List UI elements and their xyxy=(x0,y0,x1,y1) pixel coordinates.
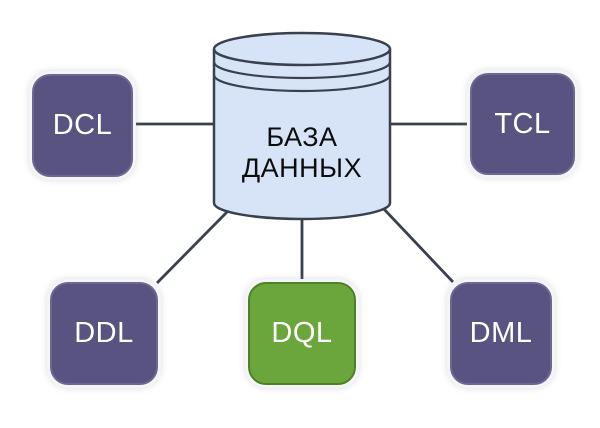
connector-ddl xyxy=(156,211,228,284)
node-dql-label: DQL xyxy=(271,317,333,349)
node-dml-label: DML xyxy=(469,317,533,349)
node-dql: DQL xyxy=(248,282,356,385)
connector-dml xyxy=(380,206,455,283)
node-dml: DML xyxy=(450,282,552,385)
database-label: БАЗА ДАННЫХ xyxy=(214,121,390,185)
cylinder-body-fill xyxy=(214,49,390,219)
cylinder-top-ellipse xyxy=(212,31,392,67)
connectors xyxy=(129,120,475,288)
database-label-line2: ДАННЫХ xyxy=(241,153,363,183)
node-tcl-label: TCL xyxy=(494,107,551,140)
node-dcl: DCL xyxy=(32,74,133,177)
database-cylinder-icon xyxy=(212,31,392,221)
cylinder-disk-line-2 xyxy=(212,74,392,93)
node-tcl: TCL xyxy=(470,73,575,175)
database-label-line1: БАЗА xyxy=(266,122,338,152)
cylinder-disk-line-1 xyxy=(212,61,392,80)
node-ddl: DDL xyxy=(50,282,158,385)
cylinder-body-outline xyxy=(212,49,392,221)
node-ddl-label: DDL xyxy=(74,317,134,349)
node-dcl-label: DCL xyxy=(52,109,113,141)
